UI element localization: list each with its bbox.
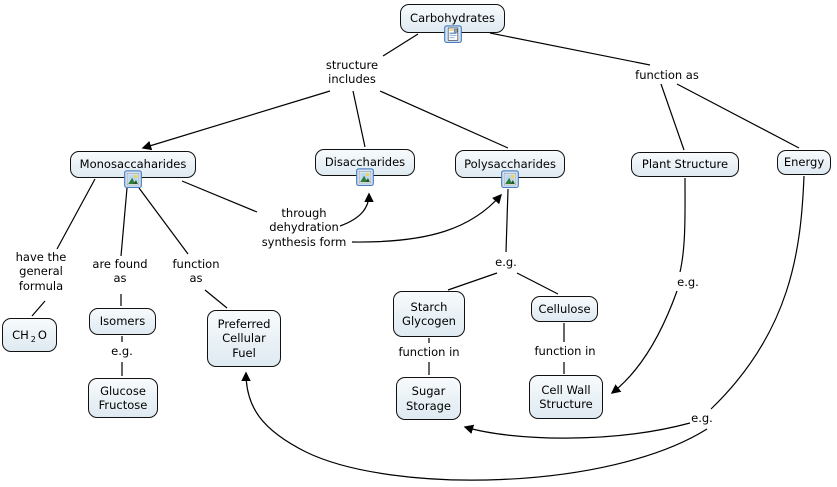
node-starch-glycogen[interactable]: Starch Glycogen: [393, 291, 465, 337]
line-poly-to-eg: [505, 188, 509, 253]
node-label: Plant Structure: [641, 157, 729, 172]
link-structure-includes[interactable]: structure includes: [325, 58, 379, 87]
link-eg-plant-structure[interactable]: e.g.: [677, 275, 699, 289]
node-monosaccharides[interactable]: Monosaccaharides: [70, 151, 196, 189]
node-energy[interactable]: Energy: [777, 150, 831, 175]
node-label: Energy: [783, 155, 825, 170]
line-carb-to-structure-includes: [382, 33, 419, 57]
arrow-structure-to-monosaccharides: [141, 90, 331, 151]
image-resource-icon[interactable]: [356, 168, 374, 187]
arrow-through-to-polysaccharides: [351, 193, 502, 243]
line-mono-to-arefound: [120, 187, 128, 257]
line-mono-to-through: [181, 180, 258, 213]
node-carbohydrates[interactable]: Carbohydrates: [400, 4, 505, 44]
link-eg-polysaccharides[interactable]: e.g.: [495, 255, 517, 269]
arrow-eg-to-cellwall: [610, 290, 678, 394]
line-plant-to-eg: [679, 177, 686, 273]
line-structure-to-disaccharides: [352, 90, 366, 148]
line-functionas-to-energy: [676, 83, 800, 149]
node-plant-structure[interactable]: Plant Structure: [631, 152, 739, 177]
link-eg-isomers[interactable]: e.g.: [111, 344, 133, 358]
node-glucose-fructose[interactable]: Glucose Fructose: [88, 378, 158, 418]
line-mono-to-functionas: [138, 187, 189, 255]
link-function-as-left[interactable]: function as: [172, 257, 220, 286]
line-mono-to-haveformula: [56, 178, 96, 250]
node-cellulose[interactable]: Cellulose: [531, 296, 598, 322]
image-resource-icon[interactable]: [501, 170, 519, 189]
node-isomers[interactable]: Isomers: [89, 308, 156, 335]
node-polysaccharides[interactable]: Polysaccharides: [455, 150, 565, 189]
link-have-general-formula[interactable]: have the general formula: [15, 250, 67, 293]
node-preferred-cellular-fuel[interactable]: Preferred Cellular Fuel: [207, 310, 281, 367]
line-eg-to-cellulose: [516, 272, 559, 295]
link-through-dehydration-synthesis[interactable]: through dehydration synthesis form: [261, 206, 347, 249]
node-label: Carbohydrates: [410, 11, 495, 26]
line-functionas-to-plant: [660, 83, 685, 151]
line-carb-to-function-as: [489, 32, 651, 66]
image-resource-icon[interactable]: [124, 170, 142, 189]
node-disaccharides[interactable]: Disaccharides: [315, 149, 415, 187]
node-label: Glucose Fructose: [98, 383, 148, 412]
node-label: Polysaccharides: [464, 156, 556, 171]
node-label: Cellulose: [538, 301, 591, 316]
node-label: Starch Glycogen: [402, 299, 456, 328]
document-resource-icon[interactable]: [443, 25, 462, 44]
arrow-eg-to-sugarstorage: [463, 422, 691, 439]
line-eg-to-starch: [447, 272, 498, 291]
line-functionas-to-preferredfuel: [204, 289, 228, 309]
node-sugar-storage[interactable]: Sugar Storage: [396, 377, 461, 420]
node-label: Monosaccaharides: [79, 157, 187, 172]
line-haveformula-to-ch2o: [31, 300, 46, 317]
node-label: Disaccharides: [324, 155, 406, 170]
link-eg-energy[interactable]: e.g.: [691, 411, 713, 425]
link-function-in-cellulose[interactable]: function in: [534, 344, 596, 358]
node-label: Preferred Cellular Fuel: [217, 317, 271, 360]
node-label: Sugar Storage: [406, 384, 451, 413]
node-label: Isomers: [99, 314, 146, 329]
line-structure-to-polysaccharides: [379, 90, 509, 149]
arrow-eg-to-preferredfuel: [241, 371, 708, 481]
link-function-as-top[interactable]: function as: [635, 68, 699, 82]
line-energy-to-eg: [710, 175, 805, 410]
node-label: Cell Wall Structure: [539, 382, 593, 411]
node-cell-wall-structure[interactable]: Cell Wall Structure: [529, 375, 603, 419]
link-function-in-starch[interactable]: function in: [398, 345, 460, 359]
link-are-found-as[interactable]: are found as: [92, 257, 148, 286]
